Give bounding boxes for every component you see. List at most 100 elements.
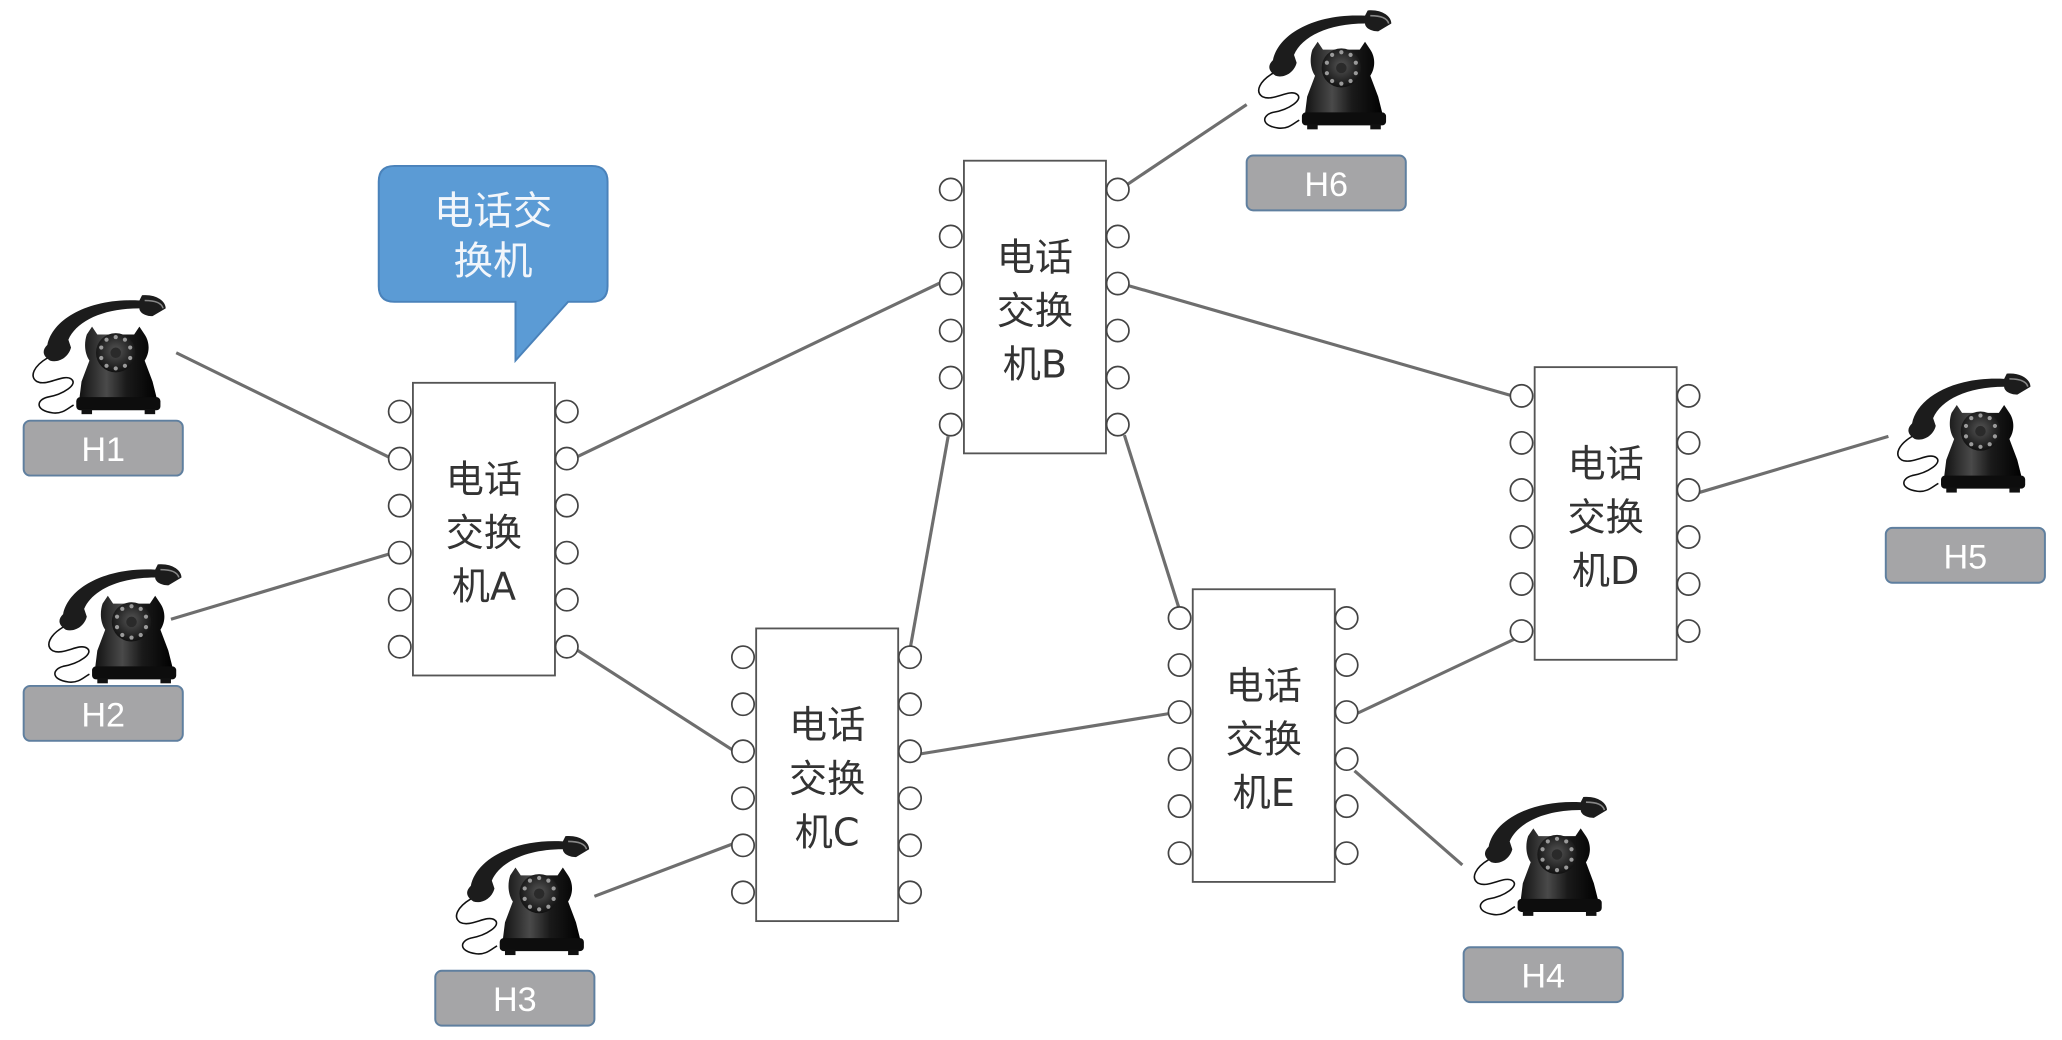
port-right [1676, 477, 1701, 502]
port-right [897, 880, 923, 905]
switch-label-line: 交换 [789, 757, 865, 801]
switch-label-line: 电话 [997, 236, 1073, 280]
rotary-telephone-icon [1257, 9, 1393, 131]
port-right [1334, 653, 1359, 677]
port-left [938, 224, 963, 249]
callout-line-2: 换机 [454, 239, 533, 284]
port-left [938, 271, 963, 296]
port-right [897, 645, 923, 670]
port-right [554, 634, 579, 659]
port-left [730, 739, 756, 764]
port-right [1334, 606, 1359, 630]
port-left [730, 645, 756, 670]
port-left [938, 318, 963, 343]
port-right [1676, 619, 1701, 644]
host-label-box [1245, 154, 1407, 212]
port-left [1167, 794, 1192, 819]
switch-label-line: 电话 [1568, 442, 1644, 486]
port-left [387, 493, 412, 518]
host-label: H6 [1304, 166, 1348, 204]
rotary-telephone-icon [1897, 372, 2032, 494]
switch-label-line: 交换 [446, 511, 522, 555]
link-b-e [1122, 434, 1182, 611]
port-right [1105, 318, 1130, 343]
host-label: H3 [493, 981, 537, 1019]
host-label-box [434, 969, 596, 1027]
host-h1[interactable]: H1 [22, 294, 184, 477]
switch-label-line: 电话 [446, 458, 522, 502]
port-left [387, 399, 412, 424]
port-right [1334, 700, 1359, 725]
switch-label-line: 交换 [1568, 496, 1644, 540]
host-label-box [22, 419, 184, 477]
port-left [730, 880, 756, 905]
host-h2[interactable]: H2 [22, 563, 184, 742]
port-right [1105, 177, 1130, 202]
port-left [730, 692, 756, 717]
host-label: H2 [81, 697, 125, 735]
link-c-e [920, 711, 1171, 756]
link-e-h4 [1353, 769, 1464, 867]
host-label-box [22, 684, 184, 742]
port-right [1334, 747, 1359, 772]
port-right [1676, 430, 1701, 455]
rotary-telephone-icon [32, 294, 167, 415]
link-h2-a [170, 552, 390, 621]
host-label: H1 [81, 431, 125, 469]
port-right [1334, 841, 1359, 866]
port-right [1676, 525, 1701, 549]
port-left [1167, 747, 1192, 772]
link-c-h3 [593, 842, 734, 898]
host-label: H5 [1943, 538, 1987, 576]
port-right [1105, 412, 1130, 437]
link-h1-a [175, 351, 390, 459]
link-a-c [575, 648, 734, 752]
host-h5[interactable]: H5 [1884, 372, 2046, 584]
port-right [897, 833, 923, 858]
port-left [1509, 383, 1534, 408]
rotary-telephone-icon [1473, 796, 1608, 917]
port-right [1676, 383, 1701, 408]
host-h4[interactable]: H4 [1462, 796, 1624, 1004]
port-right [897, 692, 923, 717]
switch-label-line: 交换 [997, 289, 1073, 333]
port-left [938, 412, 963, 437]
switch-label-line: 机E [1233, 771, 1295, 815]
callout-line-1: 电话交 [434, 190, 552, 235]
port-left [387, 446, 412, 471]
switch-box [755, 627, 900, 923]
port-right [554, 493, 579, 518]
port-right [1105, 224, 1130, 249]
port-right [897, 786, 923, 811]
links [170, 103, 1889, 898]
link-b-h6 [1124, 103, 1248, 187]
host-h3[interactable]: H3 [434, 835, 596, 1027]
link-e-d [1356, 637, 1516, 715]
host-h6[interactable]: H6 [1245, 9, 1407, 212]
switch-label-line: 交换 [1226, 718, 1302, 762]
switch-label-line: 机C [795, 810, 860, 854]
port-left [387, 540, 412, 565]
port-left [1509, 525, 1534, 549]
rotary-telephone-icon [48, 563, 183, 685]
switch-label-line: 机A [452, 565, 516, 609]
callout-bubble [377, 164, 609, 364]
port-left [730, 833, 756, 858]
port-left [1509, 572, 1534, 596]
port-left [387, 587, 412, 612]
port-right [1334, 794, 1359, 819]
port-right [1676, 572, 1701, 596]
switch-label-line: 电话 [1226, 664, 1302, 708]
port-left [1509, 477, 1534, 502]
port-right [554, 540, 579, 565]
port-left [1509, 430, 1534, 455]
port-left [1167, 841, 1192, 866]
switch-box [963, 159, 1107, 455]
